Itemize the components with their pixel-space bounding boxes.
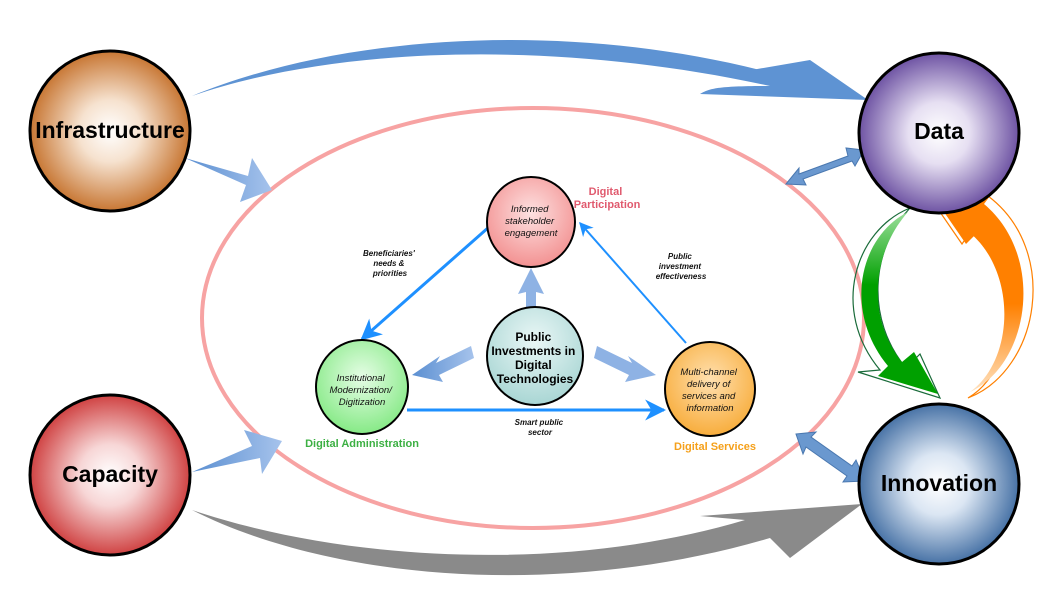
arrow-center-to-administration	[412, 346, 474, 382]
node-participation-text: Informed stakeholder engagement	[505, 204, 558, 239]
node-innovation-label: Innovation	[881, 470, 997, 496]
link-services-to-participation	[579, 221, 687, 344]
node-multichannel-delivery[interactable]: Multi-channel delivery of services and i…	[664, 341, 756, 437]
pillar-digital-services: Digital Services	[674, 441, 756, 453]
node-public-investments[interactable]: Public Investments in Digital Technologi…	[486, 306, 584, 406]
cycle-innovation-to-data	[939, 187, 1034, 399]
arrow-data-ecosystem-bidirectional	[784, 147, 865, 186]
pillar-digital-participation: Digital Participation	[574, 186, 641, 211]
node-innovation[interactable]: Innovation	[857, 402, 1021, 566]
node-center-text: Public Investments in Digital Technologi…	[491, 330, 578, 386]
node-capacity-label: Capacity	[62, 461, 158, 487]
pillar-digital-administration: Digital Administration	[305, 438, 419, 450]
edge-label-effectiveness: Public investment effectiveness	[656, 252, 707, 281]
arrow-infrastructure-to-ecosystem	[185, 158, 272, 202]
node-infrastructure-label: Infrastructure	[35, 117, 185, 143]
node-services-text: Multi-channel delivery of services and i…	[680, 367, 739, 414]
cycle-data-to-innovation	[852, 207, 942, 399]
node-infrastructure[interactable]: Infrastructure	[28, 49, 192, 213]
arrow-innovation-ecosystem-bidirectional	[795, 431, 866, 483]
edge-label-beneficiaries: Beneficiaries' needs & priorities	[363, 249, 417, 278]
node-data[interactable]: Data	[857, 51, 1021, 215]
arrow-center-to-participation	[518, 268, 544, 308]
edge-label-smart-public-sector: Smart public sector	[515, 418, 566, 437]
arrow-capacity-to-innovation	[192, 504, 862, 576]
node-data-label: Data	[914, 118, 964, 144]
arrow-capacity-to-ecosystem	[192, 430, 282, 474]
arrow-center-to-services	[594, 346, 656, 382]
arrow-infrastructure-to-data	[192, 39, 868, 100]
node-informed-stakeholder-engagement[interactable]: Informed stakeholder engagement	[486, 176, 576, 268]
node-institutional-modernization[interactable]: Institutional Modernization/ Digitizatio…	[315, 339, 409, 435]
node-administration-text: Institutional Modernization/ Digitizatio…	[330, 373, 395, 408]
ecosystem-ellipse	[200, 106, 866, 530]
node-capacity[interactable]: Capacity	[28, 393, 192, 557]
link-participation-to-administration	[360, 225, 490, 341]
